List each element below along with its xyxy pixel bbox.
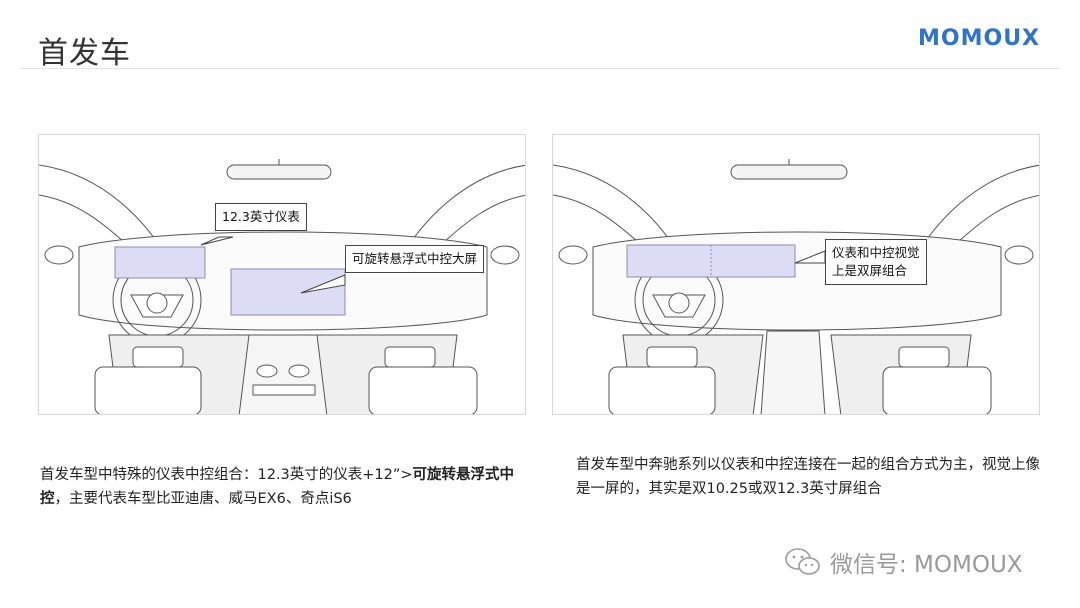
callout-center-screen: 可旋转悬浮式中控大屏 (345, 245, 485, 273)
left-interior-drawing (39, 159, 525, 414)
brand-logo: MOMOUX (918, 26, 1041, 51)
callout-line-1: 仪表和中控视觉 (832, 245, 920, 260)
right-car-interior-illustration: 仪表和中控视觉 上是双屏组合 (552, 134, 1040, 415)
callout-cluster: 12.3英寸仪表 (215, 203, 307, 231)
left-desc-bold: 可旋转悬浮式中控 (40, 467, 515, 507)
left-description: 首发车型中特殊的仪表中控组合：12.3英寸的仪表+12”>可旋转悬浮式中控，主要… (40, 463, 530, 511)
right-description: 首发车型中奔驰系列以仪表和中控连接在一起的组合方式为主，视觉上像是一屏的，其实是… (576, 457, 1040, 497)
left-desc-part2: ，主要代表车型比亚迪唐、威马EX6、奇点iS6 (54, 491, 352, 507)
wechat-icon (785, 548, 820, 575)
callout-line-2: 上是双屏组合 (832, 263, 908, 278)
instrument-cluster-screen (114, 246, 206, 279)
left-desc-part1: 首发车型中特殊的仪表中控组合：12.3英寸的仪表+12”> (40, 467, 413, 483)
wechat-watermark: 微信号: MOMOUX (784, 545, 1023, 579)
watermark-text: 微信号: MOMOUX (830, 552, 1023, 578)
header-divider (20, 68, 1060, 69)
left-car-interior-illustration: 12.3英寸仪表 可旋转悬浮式中控大屏 (38, 134, 526, 415)
right-interior-drawing (553, 159, 1039, 414)
page-title: 首发车 (38, 36, 131, 71)
callout-dual-screen: 仪表和中控视觉 上是双屏组合 (825, 239, 927, 285)
floating-center-screen (230, 268, 346, 316)
